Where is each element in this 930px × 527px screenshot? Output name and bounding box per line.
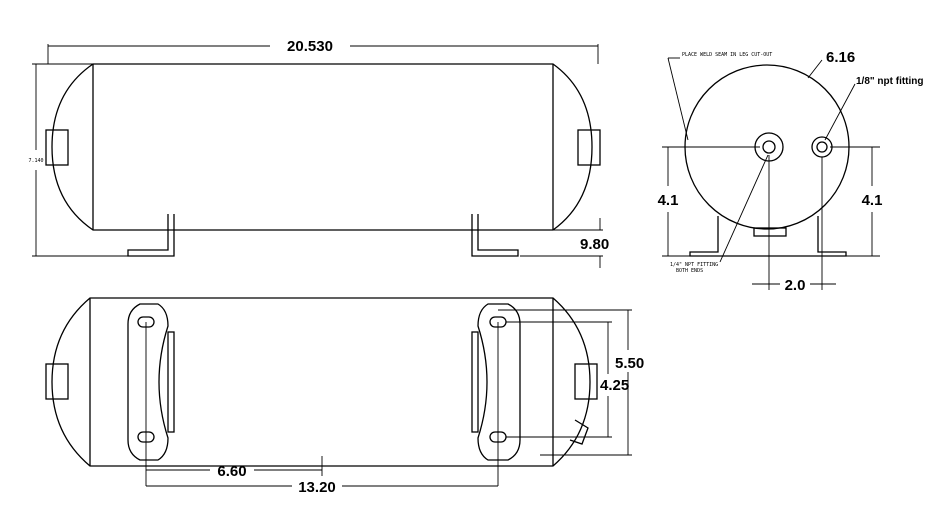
end-view-leg xyxy=(689,216,847,257)
side-view-left-fitting xyxy=(45,129,69,166)
end-view-side-fitting-inner xyxy=(816,141,828,153)
side-view-tank-body xyxy=(51,63,593,231)
note-weld-seam: PLACE WELD SEAM IN LEG CUT-OUT xyxy=(682,52,772,58)
leader-npt-fitting xyxy=(824,83,856,141)
top-view-tank-body xyxy=(51,297,591,467)
dim-slot-span-outer: 5.50 xyxy=(615,355,644,372)
top-view-right-bracket-flange xyxy=(471,331,479,433)
top-view-right-fitting xyxy=(574,363,598,400)
dim-mount-spacing: 13.20 xyxy=(298,479,336,496)
side-view-right-fitting xyxy=(577,129,601,166)
note-end-fitting-line1: 1/4" NPT FITTING xyxy=(670,262,718,268)
top-view-side-fitting xyxy=(569,419,589,445)
end-view: PLACE WELD SEAM IN LEG CUT-OUT 6.16 1/8"… xyxy=(658,49,924,294)
note-npt-fitting: 1/8" npt fitting xyxy=(856,76,924,87)
leader-weld-seam xyxy=(667,57,689,141)
dim-end-diameter: 6.16 xyxy=(826,49,855,66)
dim-half-mount-spacing: 6.60 xyxy=(217,463,246,480)
dim-slot-span-inner: 4.25 xyxy=(600,377,629,394)
side-view: 20.530 7.140 9.80 xyxy=(28,38,609,268)
leader-end-fitting xyxy=(719,154,769,263)
leader-diameter xyxy=(807,59,823,79)
end-view-side-fitting-outer xyxy=(811,136,833,158)
dim-overall-length: 20.530 xyxy=(287,38,333,55)
dim-foot-height: 9.80 xyxy=(580,236,609,253)
note-end-fitting-line2: BOTH ENDS xyxy=(676,268,703,274)
side-view-left-leg xyxy=(127,214,175,257)
dim-fitting-height-left: 4.1 xyxy=(658,192,679,209)
dim-fitting-offset: 2.0 xyxy=(785,277,806,294)
top-view: 5.50 4.25 6.60 13.20 xyxy=(45,297,644,496)
top-view-left-fitting xyxy=(45,363,69,400)
end-view-leg-cutout xyxy=(753,227,787,237)
dim-fitting-height-right: 4.1 xyxy=(862,192,883,209)
dim-overall-height: 7.140 xyxy=(28,158,43,164)
end-view-center-fitting-inner xyxy=(762,140,776,154)
side-view-right-leg xyxy=(471,214,519,257)
top-view-left-bracket xyxy=(127,303,169,461)
top-view-left-bracket-flange xyxy=(167,331,175,433)
